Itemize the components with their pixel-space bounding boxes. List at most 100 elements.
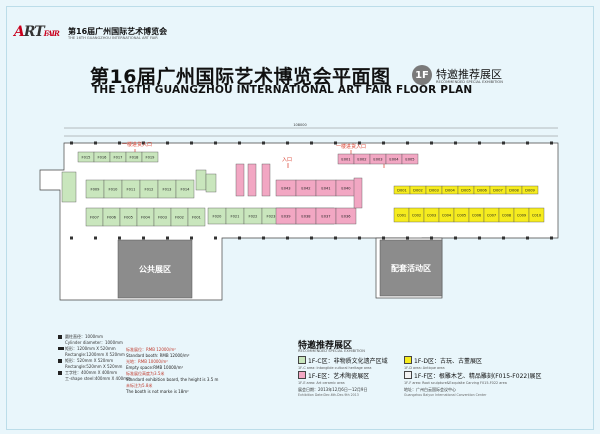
floor-badge: 1F	[412, 65, 432, 85]
column-pillar	[214, 236, 217, 240]
header-subtitle: THE 16TH GUANGZHOU INTERNATIONAL ART FAI…	[68, 36, 158, 40]
booth-label-e036: E036	[341, 214, 351, 218]
column-pillar	[118, 236, 121, 240]
public-exhibition-area	[117, 239, 193, 299]
column-pillar	[502, 141, 505, 145]
booth-label-c010: C010	[532, 213, 542, 217]
booth-label-f002: F002	[175, 215, 184, 219]
booth-label-f023: F023	[267, 214, 276, 218]
column-pillar	[382, 141, 385, 145]
recommended-title: 特邀推荐展区	[298, 341, 353, 351]
column-pillar	[478, 141, 481, 145]
booth-label-d005: D005	[461, 188, 471, 192]
booth-label-f003: F003	[158, 215, 167, 219]
column-pillar	[454, 236, 457, 240]
zone-d-swatch	[404, 356, 412, 364]
booth-label-f005: F005	[124, 215, 133, 219]
column-pillar	[526, 141, 529, 145]
booth-label-c008: C008	[502, 213, 512, 217]
booth-label-c003: C003	[427, 213, 436, 217]
booth-label-c004: C004	[442, 213, 452, 217]
column-pillar	[70, 236, 73, 240]
zone-c-swatch	[298, 356, 306, 364]
booth-label-c001: C001	[397, 213, 406, 217]
recommended-subtitle: RECOMMENDED SPECIAL EXHIBITION	[298, 349, 365, 353]
booth-label-f001: F001	[192, 215, 201, 219]
booth-d009	[521, 185, 539, 195]
column-pillar	[238, 236, 241, 240]
booth-label-f015: F015	[82, 155, 91, 159]
booth-label-e041: E041	[321, 186, 330, 190]
zone-e-swatch	[298, 371, 306, 379]
booth-label-f004: F004	[141, 215, 151, 219]
booth-label-d002: D002	[413, 188, 423, 192]
booth-label-c006: C006	[472, 213, 482, 217]
booth-label-d007: D007	[493, 188, 503, 192]
booth-label-f016: F016	[98, 155, 108, 159]
booth-label-e005: E005	[405, 157, 414, 161]
booth-label-f007: F007	[90, 215, 99, 219]
column-pillar	[334, 236, 337, 240]
booth-e036	[335, 207, 357, 225]
booth-label-f011: F011	[127, 187, 136, 191]
booth-label-e001: E001	[341, 157, 350, 161]
column-pillar	[310, 236, 313, 240]
dimension-line-top	[64, 127, 558, 137]
booth-e005	[401, 153, 419, 165]
booth-label-e038: E038	[301, 214, 311, 218]
page-title-en: THE 16TH GUANGZHOU INTERNATIONAL ART FAI…	[92, 84, 473, 96]
column-pillar	[142, 236, 145, 240]
pink-strip-booth	[353, 177, 363, 209]
booth-label-e043: E043	[281, 186, 290, 190]
dimension-top-label: 108000	[293, 123, 306, 127]
column-pillar	[454, 141, 457, 145]
column-pillar	[166, 236, 169, 240]
zone-f-swatch	[404, 371, 412, 379]
booth-label-e004: E004	[389, 157, 399, 161]
column-pillar	[286, 141, 289, 145]
booth-label-f020: F020	[213, 214, 223, 218]
i-beam-icon	[58, 371, 62, 375]
column-pillar	[142, 141, 145, 145]
floor-badge-subtitle: RECOMMENDED SPECIAL EXHIBITION	[436, 80, 503, 84]
booth-label-d006: D006	[477, 188, 487, 192]
column-pillar	[310, 141, 313, 145]
booth-f014	[175, 179, 195, 199]
column-pillar	[262, 236, 265, 240]
square-icon	[58, 359, 62, 363]
booth-label-c002: C002	[412, 213, 421, 217]
pink-strip-booth	[247, 163, 257, 197]
column-pillar	[430, 236, 433, 240]
booth-label-d001: D001	[397, 188, 407, 192]
header-title: 第16届广州国际艺术博览会	[68, 27, 168, 36]
column-pillar	[502, 236, 505, 240]
column-pillar	[358, 236, 361, 240]
column-pillar	[94, 236, 97, 240]
column-pillar	[526, 236, 529, 240]
column-pillar	[190, 236, 193, 240]
booth-label-f010: F010	[109, 187, 119, 191]
booth-label-c007: C007	[487, 213, 496, 217]
booth-label-e002: E002	[357, 157, 366, 161]
booth-label-f014: F014	[181, 187, 191, 191]
green-strip-booth	[205, 173, 217, 193]
column-pillar	[190, 141, 193, 145]
green-strip-booth	[195, 169, 207, 191]
booth-label-f017: F017	[114, 155, 123, 159]
column-pillar	[430, 141, 433, 145]
column-pillar	[94, 141, 97, 145]
column-pillar	[550, 236, 553, 240]
art-fair-logo: ARTFAIR	[14, 24, 60, 40]
booth-label-c005: C005	[457, 213, 466, 217]
pink-strip-booth	[235, 163, 245, 197]
pink-strip-booth	[261, 163, 271, 197]
booth-label-f018: F018	[130, 155, 140, 159]
rectangle-icon	[58, 347, 64, 350]
